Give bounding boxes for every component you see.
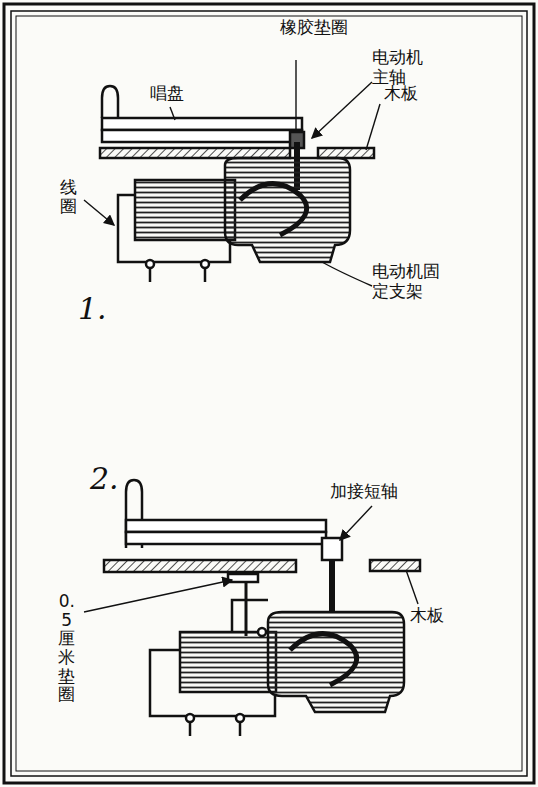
part-label: 橡胶垫圈 [280,18,348,38]
figure-1 [100,86,374,282]
leader-lines-1 [84,60,380,286]
leader-lines-2 [84,506,418,612]
part-label: 电动机主轴 [372,48,426,87]
figure-number: 2. [90,462,119,497]
part-label: 电动机固定支架 [372,262,443,301]
figure-2 [104,480,420,736]
part-label: 0.5厘米垫圈 [54,592,80,704]
part-label: 木板 [384,84,418,104]
part-label: 木板 [410,606,444,626]
part-label: 加接短轴 [330,482,398,502]
part-label: 线圈 [56,178,82,215]
figure-number: 1. [78,292,107,327]
part-label: 唱盘 [150,84,184,104]
